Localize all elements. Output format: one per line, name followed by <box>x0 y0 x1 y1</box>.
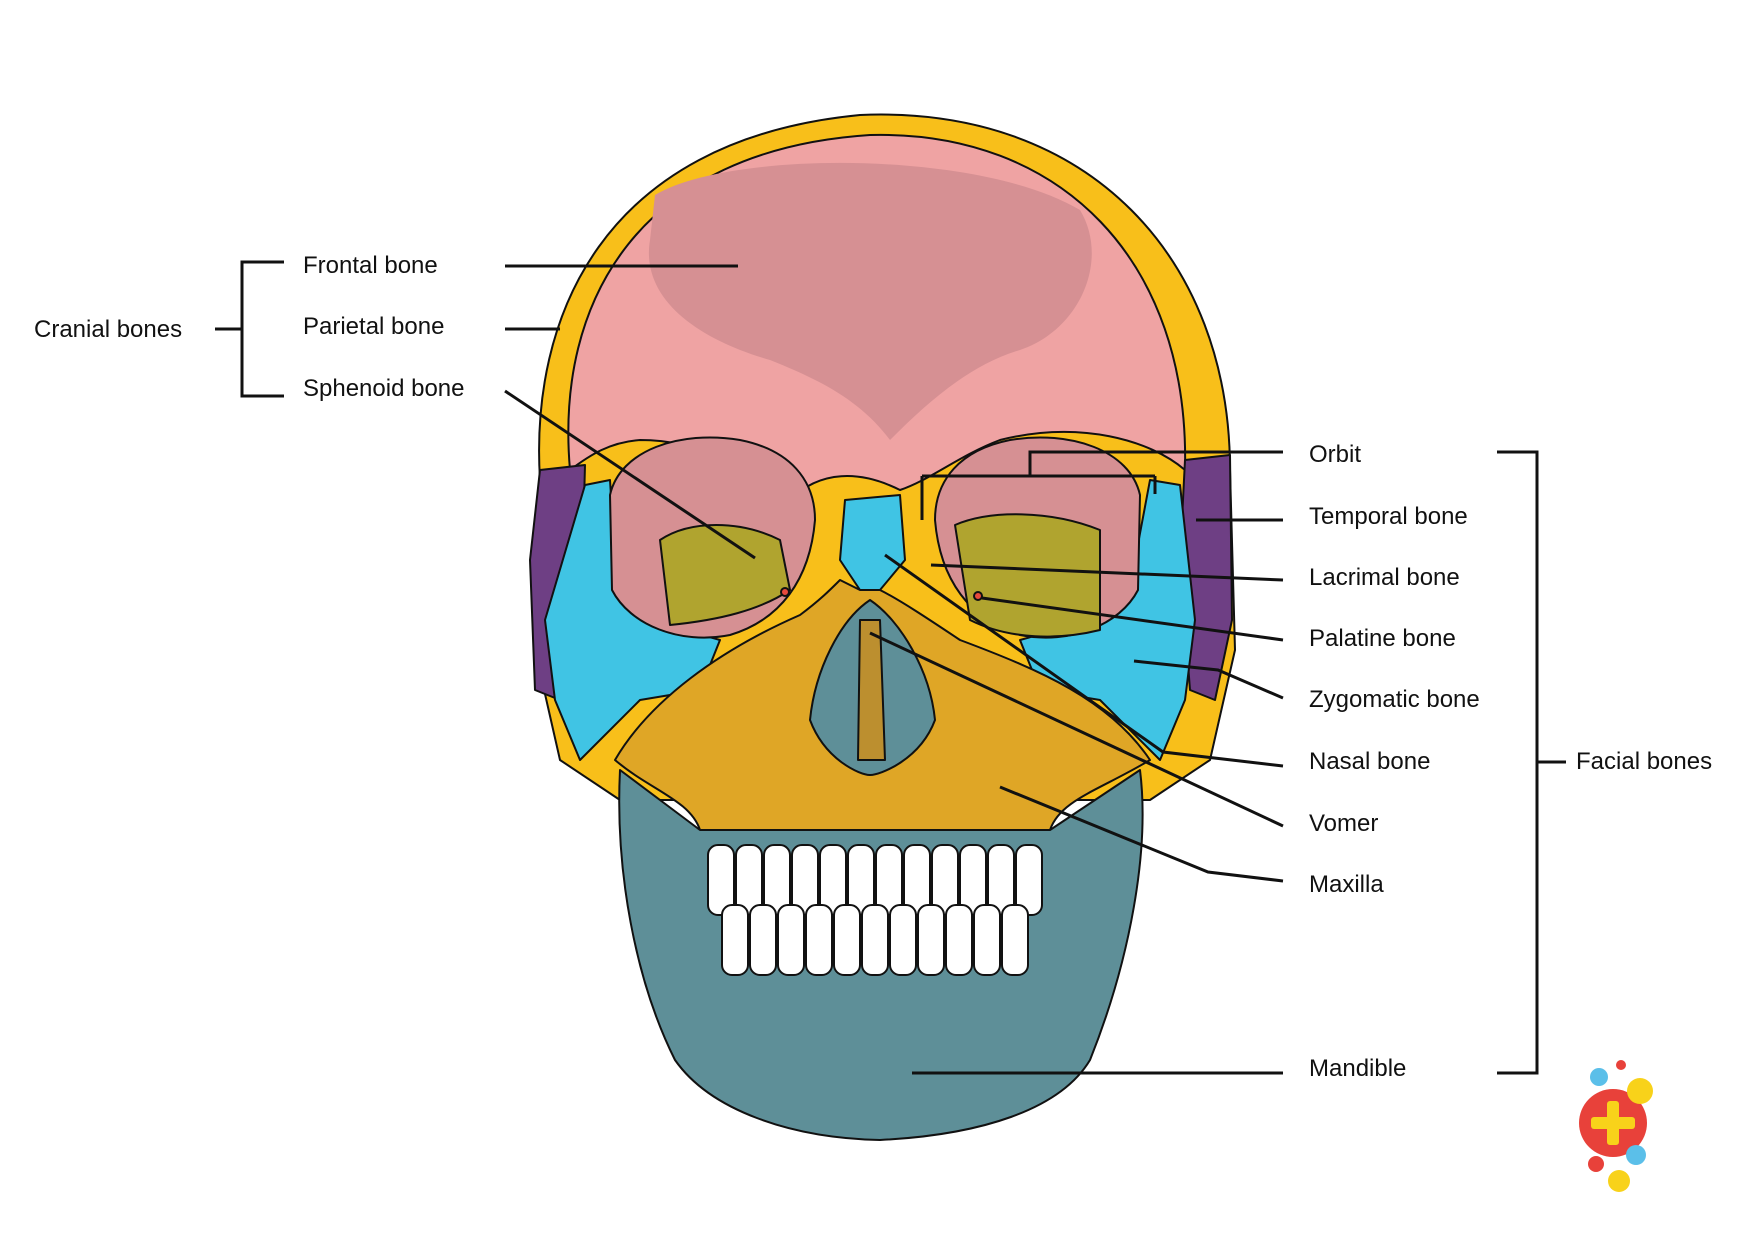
lower-tooth <box>833 904 861 976</box>
vomer-leader <box>869 631 1284 828</box>
sphenoid-leader <box>504 389 756 560</box>
orbit-leader <box>920 450 1283 520</box>
lower-tooth <box>973 904 1001 976</box>
lower-tooth <box>777 904 805 976</box>
zygomatic-bone-label: Zygomatic bone <box>1309 686 1480 713</box>
logo-plus-horizontal <box>1591 1117 1635 1129</box>
lower-tooth <box>721 904 749 976</box>
lower-tooth <box>1001 904 1029 976</box>
temporal-bone-label: Temporal bone <box>1309 503 1468 530</box>
lower-tooth <box>889 904 917 976</box>
facial-bones-label: Facial bones <box>1576 748 1713 775</box>
lower-tooth <box>917 904 945 976</box>
sphenoid-bone-label: Sphenoid bone <box>303 375 465 402</box>
nasal-leader <box>884 553 1284 768</box>
logo-bubble-5 <box>1588 1156 1604 1172</box>
logo-bubble-6 <box>1608 1170 1630 1192</box>
cranial-bones-label: Cranial bones <box>34 316 183 343</box>
medical-plus-logo-icon <box>1579 1060 1653 1192</box>
lower-tooth <box>805 904 833 976</box>
logo-bubble-4 <box>1626 1145 1646 1165</box>
logo-bubble-2 <box>1616 1060 1626 1070</box>
lower-tooth <box>861 904 889 976</box>
parietal-bone-label: Parietal bone <box>303 313 445 340</box>
lacrimal-bone-label: Lacrimal bone <box>1309 564 1460 591</box>
vomer-label: Vomer <box>1309 810 1379 837</box>
maxilla-leader <box>999 785 1284 883</box>
palatine-bone-left <box>780 587 790 597</box>
lower-tooth <box>749 904 777 976</box>
zygomatic-leader <box>1133 659 1284 700</box>
nasal-bone-label: Nasal bone <box>1309 748 1431 775</box>
leader-lines <box>215 260 1566 1075</box>
lower-tooth <box>945 904 973 976</box>
logo-bubble-3 <box>1627 1078 1653 1104</box>
skull-illustration <box>529 113 1236 1141</box>
palatine-bone-right <box>973 591 983 601</box>
facial-bracket <box>1497 450 1566 1075</box>
orbit-label: Orbit <box>1309 441 1362 468</box>
frontal-bone-label: Frontal bone <box>303 252 438 279</box>
vomer-bone-shape <box>857 619 886 761</box>
palatine-leader <box>981 596 1284 642</box>
mandible-label: Mandible <box>1309 1055 1407 1082</box>
lacrimal-leader <box>930 563 1284 582</box>
maxilla-label: Maxilla <box>1309 871 1384 898</box>
palatine-bone-label: Palatine bone <box>1309 625 1456 652</box>
logo-bubble-1 <box>1590 1068 1608 1086</box>
frontal-bone-shade <box>648 162 1092 441</box>
sphenoid-bone-left <box>659 524 791 626</box>
sphenoid-bone-right <box>954 513 1101 638</box>
cranial-bracket <box>215 260 284 398</box>
teeth-group <box>707 844 1043 976</box>
